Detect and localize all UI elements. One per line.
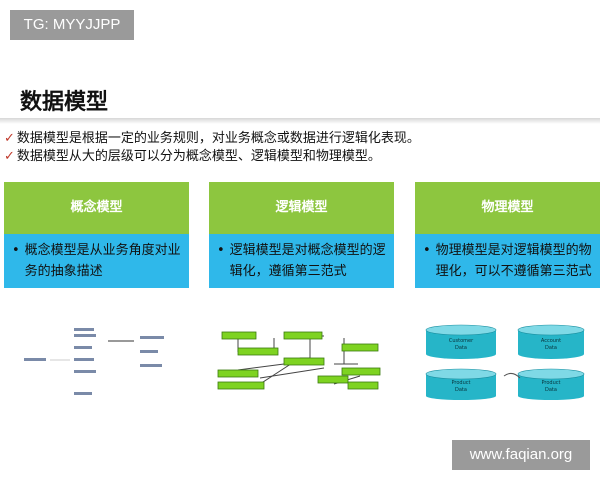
bullet-dot: • bbox=[217, 243, 225, 258]
column-description: 逻辑模型是对概念模型的逻辑化，遵循第三范式 bbox=[229, 243, 386, 279]
cylinder-label: Data bbox=[545, 345, 557, 351]
cylinder-label: Product bbox=[452, 380, 471, 386]
title-divider bbox=[0, 118, 600, 124]
scribble-mark bbox=[503, 372, 521, 379]
database-cylinder: Customer Data bbox=[425, 324, 497, 359]
bullet-dot: • bbox=[12, 243, 20, 258]
column-header: 概念模型 bbox=[4, 182, 189, 234]
bullet-dot: • bbox=[423, 243, 431, 258]
page-title: 数据模型 bbox=[20, 90, 109, 115]
column-body: • 概念模型是从业务角度对业务的抽象描述 bbox=[4, 234, 189, 288]
column-header: 物理模型 bbox=[415, 182, 600, 234]
intro-bullet: ✓数据模型是根据一定的业务规则，对业务概念或数据进行逻辑化表现。 bbox=[4, 130, 420, 148]
entity-boxes bbox=[217, 331, 381, 390]
checkmark-icon: ✓ bbox=[4, 149, 15, 164]
intro-bullet-text: 数据模型从大的层级可以分为概念模型、逻辑模型和物理模型。 bbox=[16, 149, 381, 164]
column-body: • 逻辑模型是对概念模型的逻辑化，遵循第三范式 bbox=[209, 234, 394, 288]
intro-bullet-text: 数据模型是根据一定的业务规则，对业务概念或数据进行逻辑化表现。 bbox=[16, 131, 420, 146]
intro-bullet: ✓数据模型从大的层级可以分为概念模型、逻辑模型和物理模型。 bbox=[4, 148, 420, 166]
cylinder-label: Product bbox=[542, 380, 561, 386]
tag-label: TG: MYYJJPP bbox=[10, 10, 134, 40]
cylinder-label: Account bbox=[541, 338, 561, 344]
diagram-labels bbox=[24, 328, 164, 395]
column-physical: 物理模型 • 物理模型是对逻辑模型的物理化，可以不遵循第三范式 bbox=[415, 182, 600, 288]
cylinder-label: Data bbox=[455, 387, 467, 393]
intro-bullets: ✓数据模型是根据一定的业务规则，对业务概念或数据进行逻辑化表现。 ✓数据模型从大… bbox=[4, 130, 420, 166]
cylinder-label: Customer bbox=[449, 338, 474, 344]
checkmark-icon: ✓ bbox=[4, 131, 15, 146]
logical-diagram bbox=[217, 331, 381, 390]
column-body: • 物理模型是对逻辑模型的物理化，可以不遵循第三范式 bbox=[415, 234, 600, 288]
column-description: 概念模型是从业务角度对业务的抽象描述 bbox=[24, 243, 181, 279]
column-logical: 逻辑模型 • 逻辑模型是对概念模型的逻辑化，遵循第三范式 bbox=[209, 182, 394, 288]
column-description: 物理模型是对逻辑模型的物理化，可以不遵循第三范式 bbox=[435, 243, 592, 279]
physical-diagram: Customer Data Account Data Product Data … bbox=[425, 324, 585, 400]
column-conceptual: 概念模型 • 概念模型是从业务角度对业务的抽象描述 bbox=[4, 182, 189, 288]
watermark: www.faqian.org bbox=[452, 440, 590, 470]
database-cylinder: Product Data bbox=[425, 368, 497, 400]
conceptual-diagram bbox=[24, 328, 164, 395]
cylinder-label: Data bbox=[545, 387, 557, 393]
cylinder-label: Data bbox=[455, 345, 467, 351]
column-header: 逻辑模型 bbox=[209, 182, 394, 234]
database-cylinder: Product Data bbox=[517, 368, 585, 400]
database-cylinder: Account Data bbox=[517, 324, 585, 359]
